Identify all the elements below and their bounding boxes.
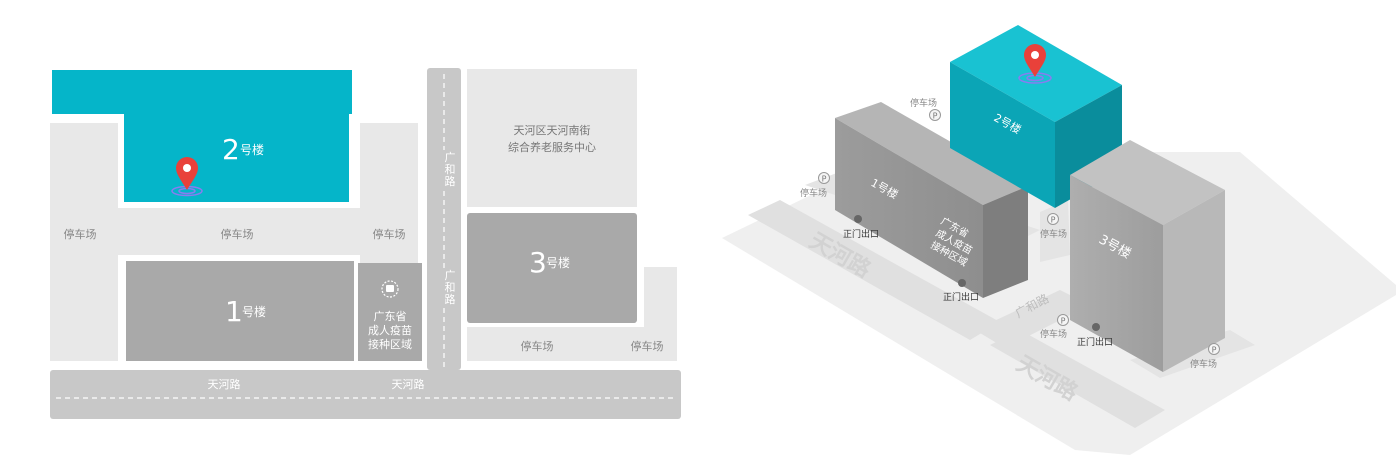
plan-parking-right-label: 停车场: [373, 227, 406, 241]
plan-building-2[interactable]: [52, 70, 352, 202]
plan-building-1-number: 1: [225, 295, 243, 328]
iso-gate-1b-icon: [958, 279, 966, 287]
plan-building-3-suffix: 号楼: [546, 255, 570, 270]
plan-building-2-suffix: 号楼: [240, 142, 264, 157]
plan-block-left: [50, 123, 118, 361]
iso-parking-2-icon: [818, 172, 830, 184]
iso-parking-5-icon: [1208, 343, 1220, 355]
iso-parking-4-icon: [1057, 314, 1069, 326]
vaccine-emblem-icon: [381, 280, 399, 298]
plan-map: 2 号楼 停车场 停车场 停车场 1 号楼 广东省 成人疫苗 接种区域 广 和: [50, 68, 681, 419]
plan-parking-b3-right-label: 停车场: [631, 339, 664, 353]
plan-building-1[interactable]: [126, 261, 354, 361]
iso-gate-1a-icon: [854, 215, 862, 223]
plan-guanghe-road-label-a1: 广: [445, 151, 456, 164]
iso-gate-1b-label: 正门出口: [943, 291, 979, 303]
plan-building-2-number: 2: [222, 133, 240, 166]
iso-parking-2-label: 停车场: [800, 187, 827, 199]
plan-service-center[interactable]: [467, 69, 637, 207]
iso-building-3[interactable]: [1070, 140, 1225, 372]
iso-parking-3-icon: [1047, 213, 1059, 225]
plan-guanghe-road-label-b2: 和: [445, 281, 456, 294]
plan-service-center-line-1: 天河区天河南街: [514, 123, 591, 137]
iso-road-guanghe: [975, 290, 1090, 348]
plan-parking-mid-label: 停车场: [221, 227, 254, 241]
plan-vaccine-line-1: 广东省: [374, 310, 407, 323]
iso-parking-1-label: 停车场: [910, 97, 937, 109]
iso-building-1[interactable]: [835, 102, 1028, 298]
iso-gate-1a-label: 正门出口: [843, 228, 879, 240]
plan-guanghe-road-label-a2: 和: [445, 163, 456, 176]
plan-parking-b3-corner: [644, 267, 677, 327]
plan-service-center-line-2: 综合养老服务中心: [508, 140, 596, 154]
iso-parking-2-p: P: [822, 175, 827, 184]
iso-parking-5-label: 停车场: [1190, 358, 1217, 370]
plan-parking-b3-strip: [467, 327, 677, 361]
plan-guanghe-road-label-b3: 路: [445, 293, 456, 306]
plan-parking-left-label: 停车场: [64, 227, 97, 241]
plan-tianhe-road: [50, 370, 681, 419]
iso-parking-3-label: 停车场: [1040, 228, 1067, 240]
iso-gate-3-icon: [1092, 323, 1100, 331]
plan-vaccine-line-3: 接种区域: [368, 337, 412, 351]
plan-block-right-of-b2: [360, 123, 418, 208]
plan-vaccine-line-2: 成人疫苗: [368, 323, 412, 337]
iso-parking-4-p: P: [1061, 317, 1066, 326]
plan-tianhe-road-label-1: 天河路: [208, 378, 241, 391]
plan-vaccine-zone[interactable]: [358, 263, 422, 361]
plan-building-3[interactable]: [467, 213, 637, 323]
iso-map: 1号楼 广东省 成人疫苗 接种区域 2号楼 3号楼 天河路 广和路 天河路: [722, 25, 1396, 455]
iso-parking-1-p: P: [933, 112, 938, 121]
plan-parking-b3-left-label: 停车场: [521, 339, 554, 353]
iso-road-tianhe-top: [748, 200, 1000, 340]
iso-parking-4-label: 停车场: [1040, 328, 1067, 340]
iso-location-pin-icon[interactable]: [1018, 44, 1052, 84]
plan-guanghe-road-label-b1: 广: [445, 269, 456, 282]
iso-parking-5-p: P: [1212, 346, 1217, 355]
plan-guanghe-road-label-a3: 路: [445, 175, 456, 188]
iso-road-tianhe-bottom: [990, 330, 1165, 428]
plan-tianhe-road-label-2: 天河路: [392, 378, 425, 391]
iso-parking-1-icon: [929, 109, 941, 121]
iso-parking-3-p: P: [1051, 216, 1056, 225]
iso-parking-zone-b: [1040, 200, 1070, 262]
plan-building-1-suffix: 号楼: [242, 304, 266, 319]
plan-block-middle-strip: [118, 208, 418, 255]
iso-gate-3-label: 正门出口: [1077, 336, 1113, 348]
plan-building-3-number: 3: [529, 246, 547, 279]
plan-location-pin-icon[interactable]: [171, 157, 203, 197]
